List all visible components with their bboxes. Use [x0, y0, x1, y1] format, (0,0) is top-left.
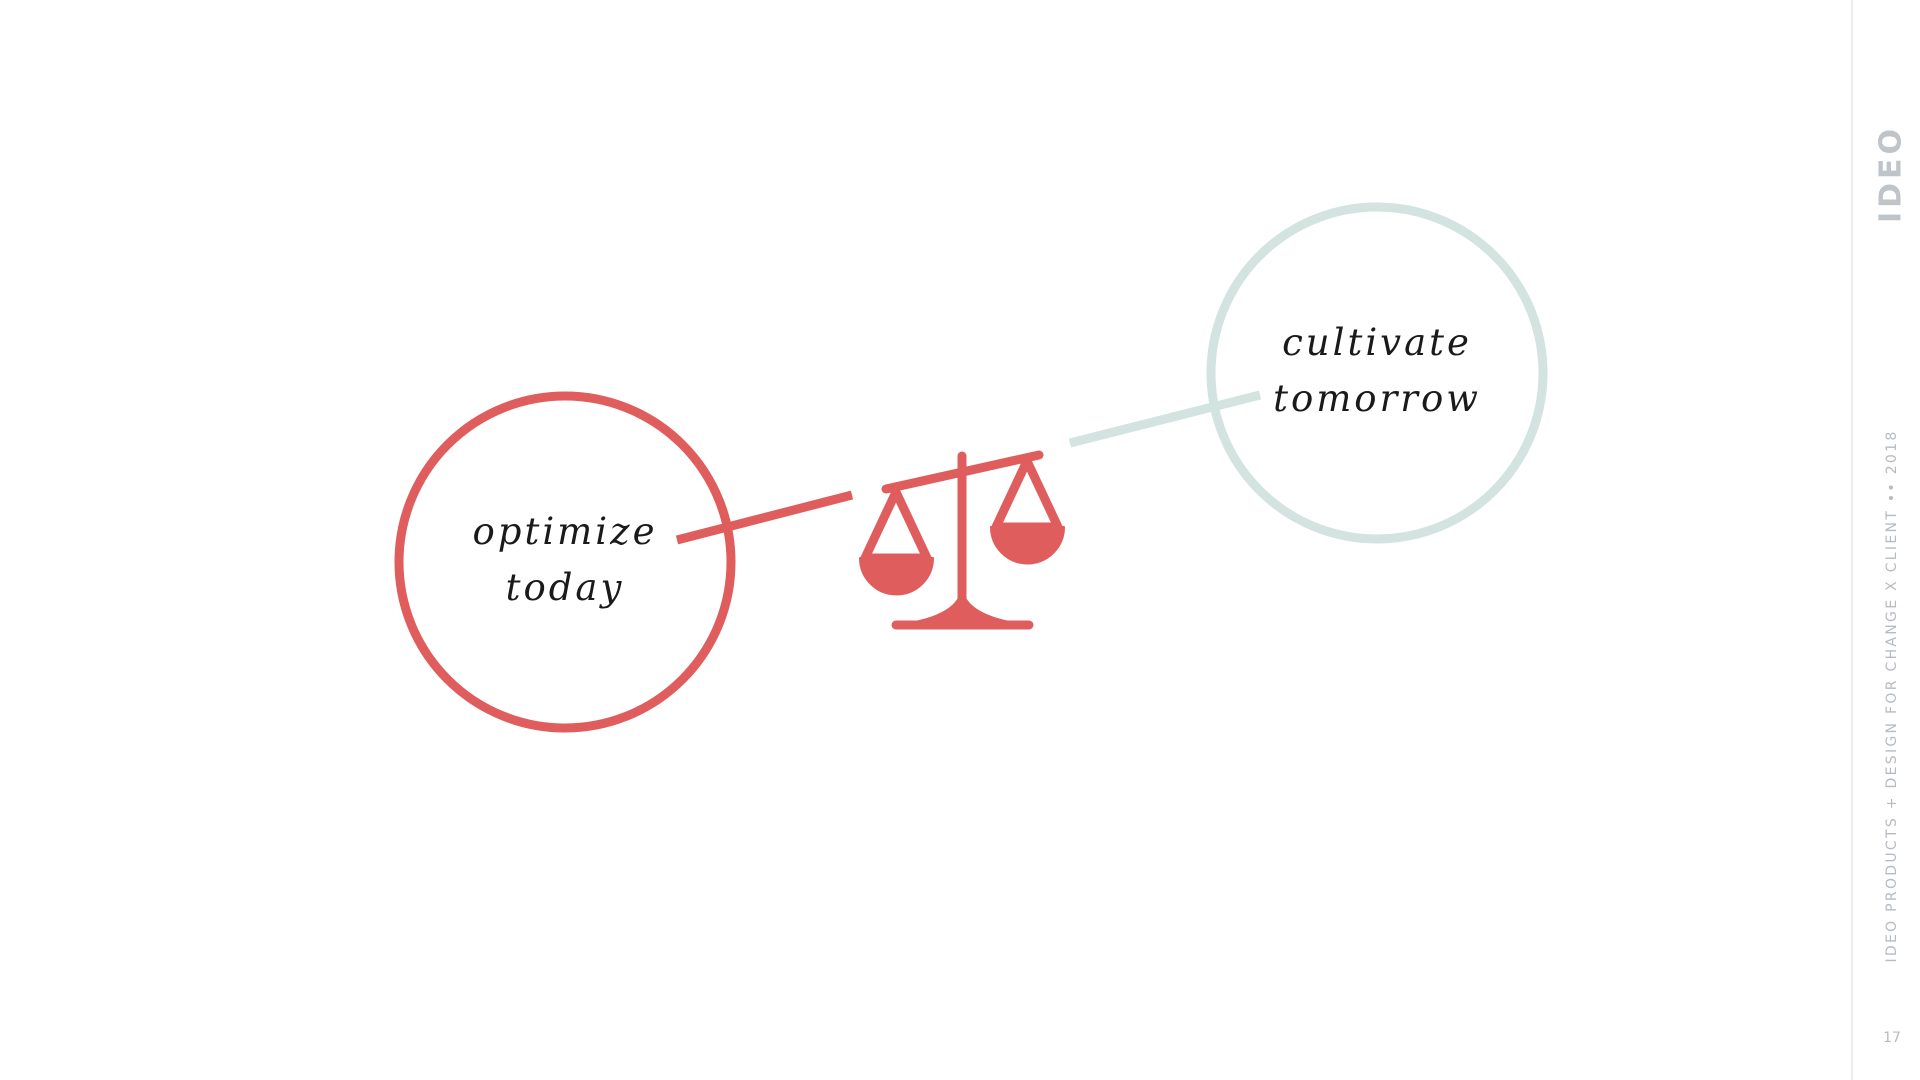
left-node-label-line1: optimize — [473, 510, 658, 553]
balance-scale-icon — [859, 450, 1065, 630]
footer-credit: IDEO PRODUCTS + DESIGN FOR CHANGE X CLIE… — [1884, 429, 1900, 963]
sidebar-divider — [1851, 0, 1853, 1080]
right-node-circle — [1206, 202, 1548, 544]
brand-logo: IDEO — [1873, 124, 1909, 224]
left-node-circle — [394, 391, 736, 733]
page-number: 17 — [1883, 1030, 1901, 1046]
right-node-label-line2: tomorrow — [1273, 377, 1481, 420]
left-node-label-line2: today — [506, 566, 625, 609]
connector-left — [675, 490, 854, 545]
right-node-label-line1: cultivate — [1282, 321, 1472, 364]
connector-right — [1068, 390, 1262, 448]
